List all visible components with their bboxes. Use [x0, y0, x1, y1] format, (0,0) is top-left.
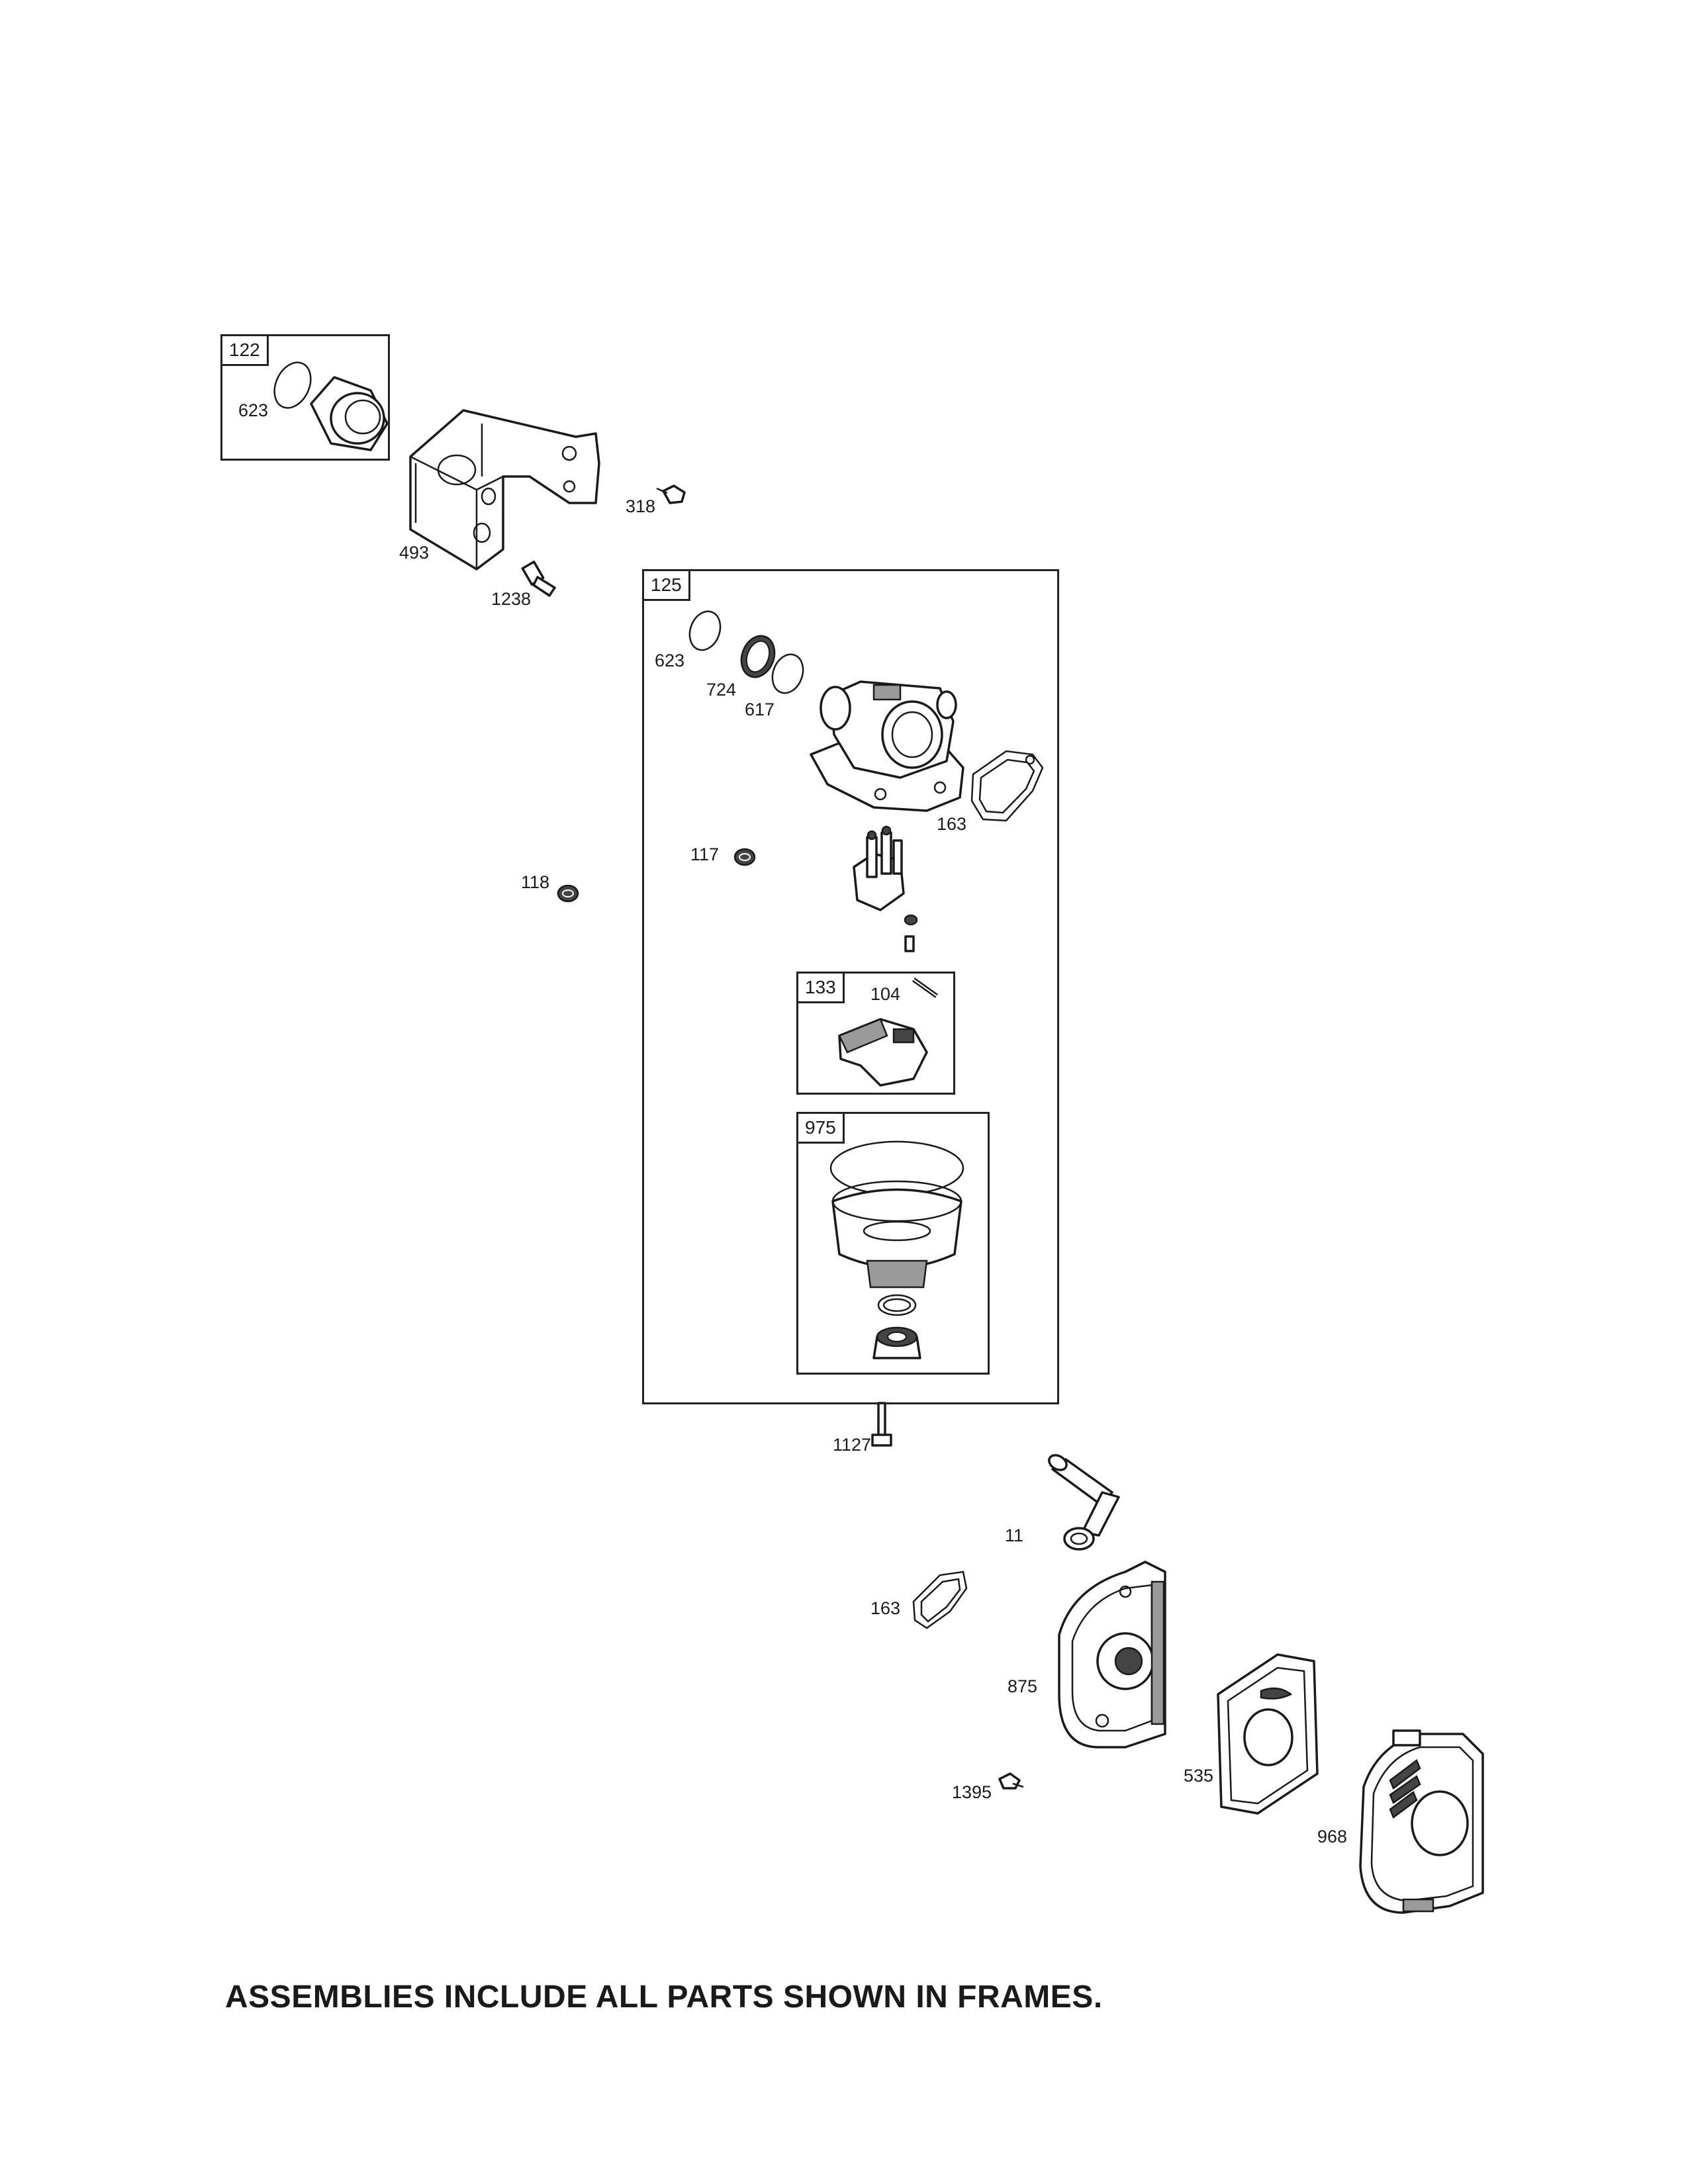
frame-label-122: 122	[220, 334, 269, 366]
callout-11: 11	[1005, 1525, 1024, 1545]
gasket-163-carb	[970, 750, 1044, 822]
air-filter-535	[1217, 1653, 1319, 1815]
float-needle-assembly	[853, 825, 905, 911]
pin-104	[912, 978, 939, 998]
callout-968: 968	[1317, 1827, 1348, 1846]
bowl-o-ring	[877, 1294, 917, 1316]
air-cleaner-cover-968	[1359, 1729, 1484, 1914]
spring-117	[733, 848, 756, 866]
callout-318: 318	[626, 496, 656, 516]
callout-1395: 1395	[952, 1782, 992, 1802]
frame-label-975: 975	[796, 1112, 845, 1144]
bracket-493	[409, 409, 600, 570]
callout-1127: 1127	[833, 1435, 872, 1455]
callout-875: 875	[1008, 1676, 1038, 1696]
screw-1395	[998, 1772, 1024, 1790]
callout-163-carb: 163	[937, 814, 967, 834]
o-ring-617	[771, 653, 804, 694]
fuel-bowl-975	[831, 1180, 962, 1289]
spring-118	[557, 884, 579, 903]
callout-117: 117	[690, 844, 720, 864]
o-ring-623-carb	[688, 610, 722, 651]
jet-small	[904, 914, 918, 952]
seal-724	[740, 635, 776, 678]
float-133	[838, 1018, 928, 1087]
callout-493: 493	[399, 543, 430, 563]
air-cleaner-base-875	[1058, 1561, 1166, 1749]
carburetor-body	[810, 680, 964, 812]
breather-tube-11	[1048, 1454, 1120, 1551]
callout-118: 118	[521, 872, 550, 892]
intake-elbow-122	[310, 376, 389, 451]
bowl-drain-nut	[872, 1326, 921, 1359]
callout-163-lower: 163	[870, 1598, 901, 1618]
frame-125: 125	[642, 569, 1059, 1404]
footer-note: ASSEMBLIES INCLUDE ALL PARTS SHOWN IN FR…	[225, 1979, 1103, 2015]
gasket-163-lower	[912, 1570, 968, 1629]
frame-122: 122	[220, 334, 390, 461]
callout-623-carb: 623	[655, 651, 685, 670]
callout-617: 617	[745, 700, 775, 719]
screw-318	[656, 484, 686, 504]
frame-label-125: 125	[642, 569, 690, 601]
bolt-1127	[871, 1402, 892, 1447]
screw-1238	[521, 561, 556, 597]
callout-724: 724	[706, 680, 737, 700]
callout-1238: 1238	[491, 589, 532, 609]
frame-133: 133	[796, 972, 955, 1095]
frame-975: 975	[796, 1112, 990, 1375]
callout-104: 104	[870, 984, 901, 1004]
callout-535: 535	[1184, 1766, 1214, 1786]
callout-623-top: 623	[238, 400, 269, 420]
frame-label-133: 133	[796, 972, 845, 1003]
o-ring-623-top	[273, 361, 312, 409]
